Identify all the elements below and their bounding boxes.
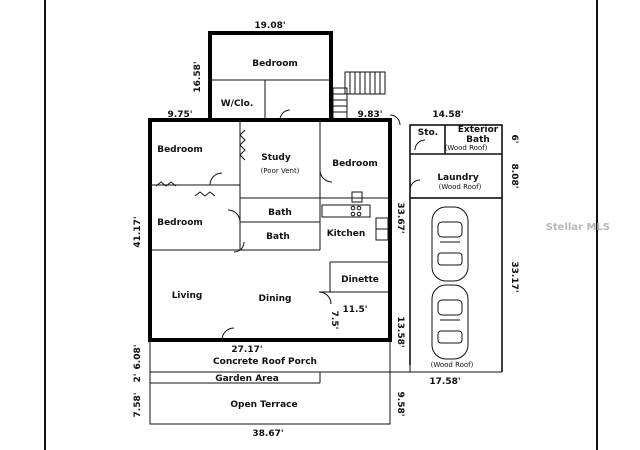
label-living: Living bbox=[172, 291, 203, 301]
label-garden: Garden Area bbox=[215, 374, 279, 384]
dim-main-bottom: 27.17' bbox=[231, 345, 262, 355]
dim-main-height: 41.17' bbox=[133, 216, 143, 247]
car-bottom bbox=[431, 284, 469, 360]
label-wcl: W/Clo. bbox=[221, 99, 254, 109]
closet-zigzag bbox=[239, 129, 246, 161]
label-sto: Sto. bbox=[418, 128, 438, 138]
label-terrace: Open Terrace bbox=[230, 400, 297, 410]
dim-terrace-h: 7.58' bbox=[133, 393, 143, 418]
dim-annex-h1: 6' bbox=[509, 134, 519, 143]
interior-walls bbox=[150, 120, 390, 293]
dim-annex-h2: 8.08' bbox=[509, 164, 519, 189]
kitchen-counter bbox=[321, 204, 389, 241]
dim-terrace-w: 38.67' bbox=[252, 429, 283, 439]
label-bedroom-top: Bedroom bbox=[252, 59, 298, 69]
top-bedroom-wall bbox=[208, 31, 333, 120]
dim-top-width: 19.08' bbox=[254, 21, 285, 31]
dim-dinette-w: 11.5' bbox=[343, 305, 368, 315]
label-exterior-note: (Wood Roof) bbox=[445, 144, 488, 152]
dim-porch-h: 6.08' bbox=[133, 345, 143, 370]
dim-garden-h: 2' bbox=[133, 373, 143, 382]
label-study-note: (Poor Vent) bbox=[261, 167, 300, 175]
watermark: Stellar MLS bbox=[546, 222, 610, 233]
dim-right-offset: 9.83' bbox=[358, 110, 383, 120]
dim-dinette-h: 7.5' bbox=[329, 311, 339, 330]
label-dinette: Dinette bbox=[341, 275, 379, 285]
fridge bbox=[351, 191, 363, 203]
dim-carport-height: 33.17' bbox=[509, 261, 519, 292]
label-exterior-bath: Bath bbox=[466, 135, 490, 145]
label-bedroom-left-top: Bedroom bbox=[157, 145, 203, 155]
dim-carport-w: 17.58' bbox=[429, 377, 460, 387]
dim-annex-width: 14.58' bbox=[432, 110, 463, 120]
label-bedroom-right: Bedroom bbox=[332, 159, 378, 169]
label-bath-1: Bath bbox=[268, 208, 292, 218]
car-top bbox=[431, 206, 469, 282]
dim-left-offset: 9.75' bbox=[168, 110, 193, 120]
label-bath-2: Bath bbox=[266, 232, 290, 242]
door-swings bbox=[209, 114, 426, 341]
label-laundry-note: (Wood Roof) bbox=[439, 183, 482, 191]
label-dining: Dining bbox=[259, 294, 292, 304]
closet-zigzag-3 bbox=[194, 191, 216, 197]
annex bbox=[409, 124, 503, 372]
closet-zigzag-2 bbox=[155, 181, 177, 187]
label-carport-note: (Wood Roof) bbox=[431, 361, 474, 369]
dim-porch-right: 13.58' bbox=[395, 316, 405, 347]
label-laundry: Laundry bbox=[437, 173, 479, 183]
dim-top-height: 16.58' bbox=[193, 61, 203, 92]
label-porch: Concrete Roof Porch bbox=[213, 357, 317, 367]
stairs bbox=[332, 71, 386, 121]
label-study: Study bbox=[261, 153, 291, 163]
label-bedroom-left-bottom: Bedroom bbox=[157, 218, 203, 228]
label-kitchen: Kitchen bbox=[327, 229, 366, 239]
label-exterior: Exterior bbox=[458, 125, 499, 135]
dim-terrace-right: 9.58' bbox=[395, 392, 405, 417]
outdoor-areas bbox=[149, 340, 502, 425]
dim-kitchen-depth: 33.67' bbox=[395, 202, 405, 233]
